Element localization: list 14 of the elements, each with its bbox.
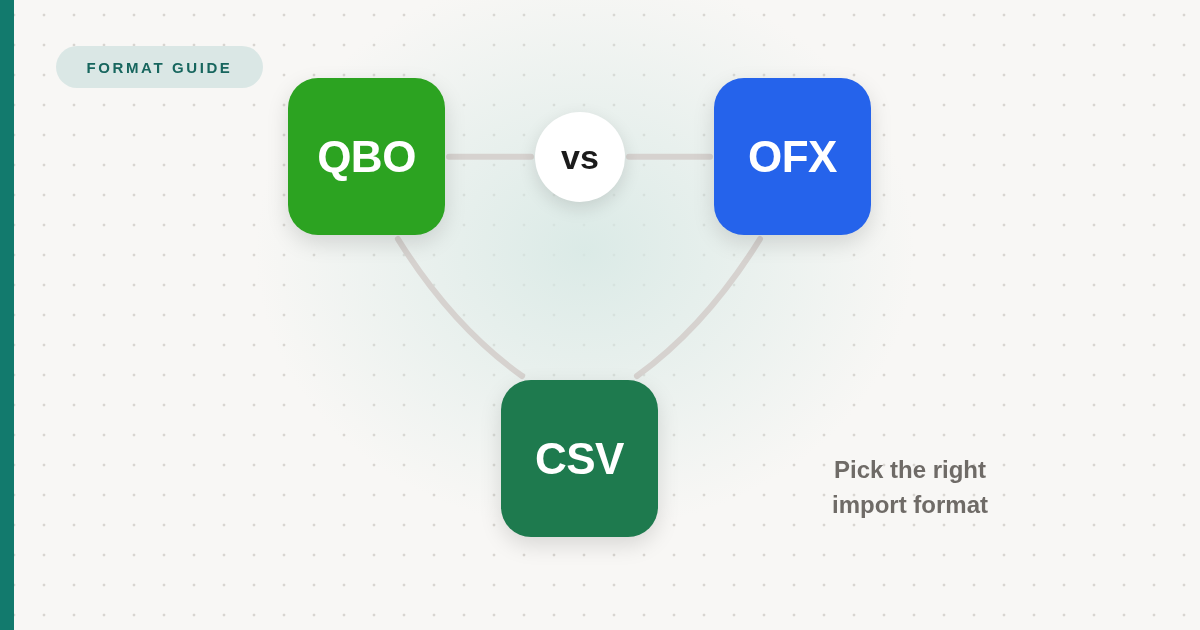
format-tile [288, 78, 445, 235]
connector-line [446, 153, 534, 160]
format-label: QBO [317, 131, 416, 182]
connector-line [626, 153, 713, 160]
format-label: CSV [535, 433, 624, 484]
curved-connector [633, 236, 763, 379]
curved-connector [394, 236, 526, 379]
format-tile [501, 380, 658, 537]
vs-label: vs [561, 137, 599, 177]
tag-label: FORMAT GUIDE [86, 58, 233, 76]
tagline-text: Pick the right import format [831, 455, 989, 520]
category-tag [56, 46, 263, 88]
format-tile [714, 78, 871, 235]
format-label: OFX [748, 131, 837, 182]
